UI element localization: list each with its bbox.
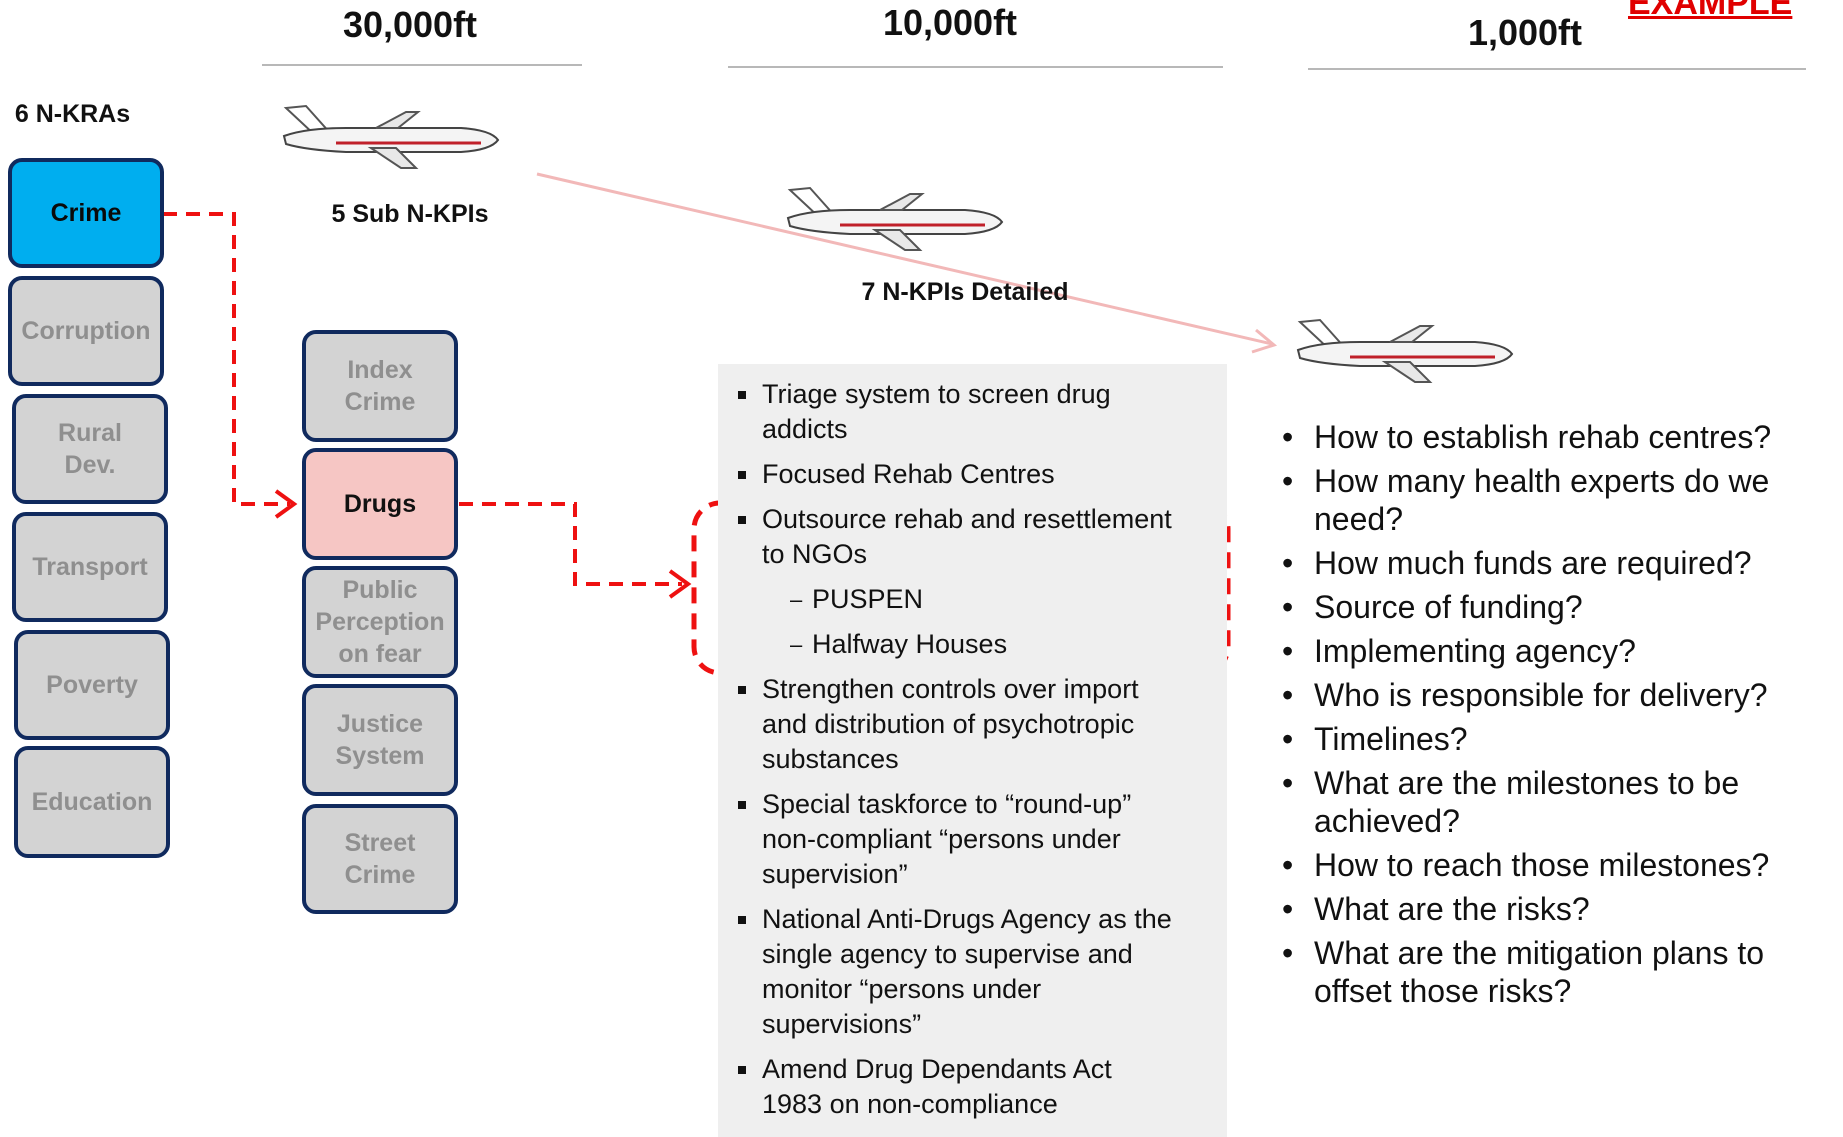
kra-corruption[interactable]: Corruption [8,276,164,386]
list-item: Outsource rehab and resettlement to NGOs [718,502,1178,572]
kra-transport[interactable]: Transport [12,512,168,622]
question-item: How to reach those milestones? [1274,846,1839,884]
nkpi-list: Triage system to screen drug addicts Foc… [718,364,1178,1122]
airplane-icon [282,104,500,169]
list-subitem: Halfway Houses [718,627,1178,662]
subkpi-justice-system[interactable]: Justice System [302,684,458,796]
list-item: National Anti-Drugs Agency as the single… [718,902,1178,1042]
subkpi-public-perception[interactable]: Public Perception on fear [302,566,458,678]
subkpi-index-crime-label: Index Crime [344,356,416,416]
question-item: What are the mitigation plans to offset … [1274,934,1839,1010]
kra-crime[interactable]: Crime [8,158,164,268]
kra-rural-dev[interactable]: Rural Dev. [12,394,168,504]
header-1000ft-rule [1308,68,1806,70]
list-item: Amend Drug Dependants Act 1983 on non-co… [718,1052,1178,1122]
header-1000ft: 1,000ft [1467,12,1583,53]
dashed-connector-crime-drugs [163,212,298,519]
dashed-connector-drugs-kpis [459,502,692,599]
sub-nkpis-label: 5 Sub N-KPIs [331,200,489,228]
airplane-icon [786,186,1004,251]
nkras-label: 6 N-KRAs [14,100,131,128]
header-10000ft-rule [728,66,1223,68]
question-item: Who is responsible for delivery? [1274,676,1839,714]
subkpi-drugs[interactable]: Drugs [302,448,458,560]
airplane-icon [1296,318,1514,383]
list-item: Focused Rehab Centres [718,457,1178,492]
question-item: Timelines? [1274,720,1839,758]
nkpis-detailed-label: 7 N-KPIs Detailed [861,278,1069,306]
subkpi-public-perception-label: Public Perception on fear [315,576,445,668]
question-item: Implementing agency? [1274,632,1839,670]
kra-poverty[interactable]: Poverty [14,630,170,740]
kra-rural-dev-label: Rural Dev. [58,419,122,479]
list-subitem: PUSPEN [718,582,1178,617]
question-item: How much funds are required? [1274,544,1839,582]
question-item: How many health experts do we need? [1274,462,1839,538]
list-item: Strengthen controls over import and dist… [718,672,1178,777]
subkpi-street-crime[interactable]: Street Crime [302,804,458,914]
questions-list: How to establish rehab centres? How many… [1274,418,1839,1016]
question-item: What are the risks? [1274,890,1839,928]
question-item: How to establish rehab centres? [1274,418,1839,456]
subkpi-justice-system-label: Justice System [335,710,425,770]
header-30000ft: 30,000ft [342,4,478,45]
header-10000ft: 10,000ft [882,2,1018,43]
flight-path-arrow [536,172,1278,354]
list-item: Triage system to screen drug addicts [718,377,1178,447]
question-item: What are the milestones to be achieved? [1274,764,1839,840]
question-item: Source of funding? [1274,588,1839,626]
header-30000ft-rule [262,64,582,66]
example-label: EXAMPLE [1628,0,1793,22]
kra-education[interactable]: Education [14,746,170,858]
nkpi-detail-panel: Triage system to screen drug addicts Foc… [718,364,1227,1137]
subkpi-index-crime[interactable]: Index Crime [302,330,458,442]
list-item: Special taskforce to “round-up” non-comp… [718,787,1178,892]
